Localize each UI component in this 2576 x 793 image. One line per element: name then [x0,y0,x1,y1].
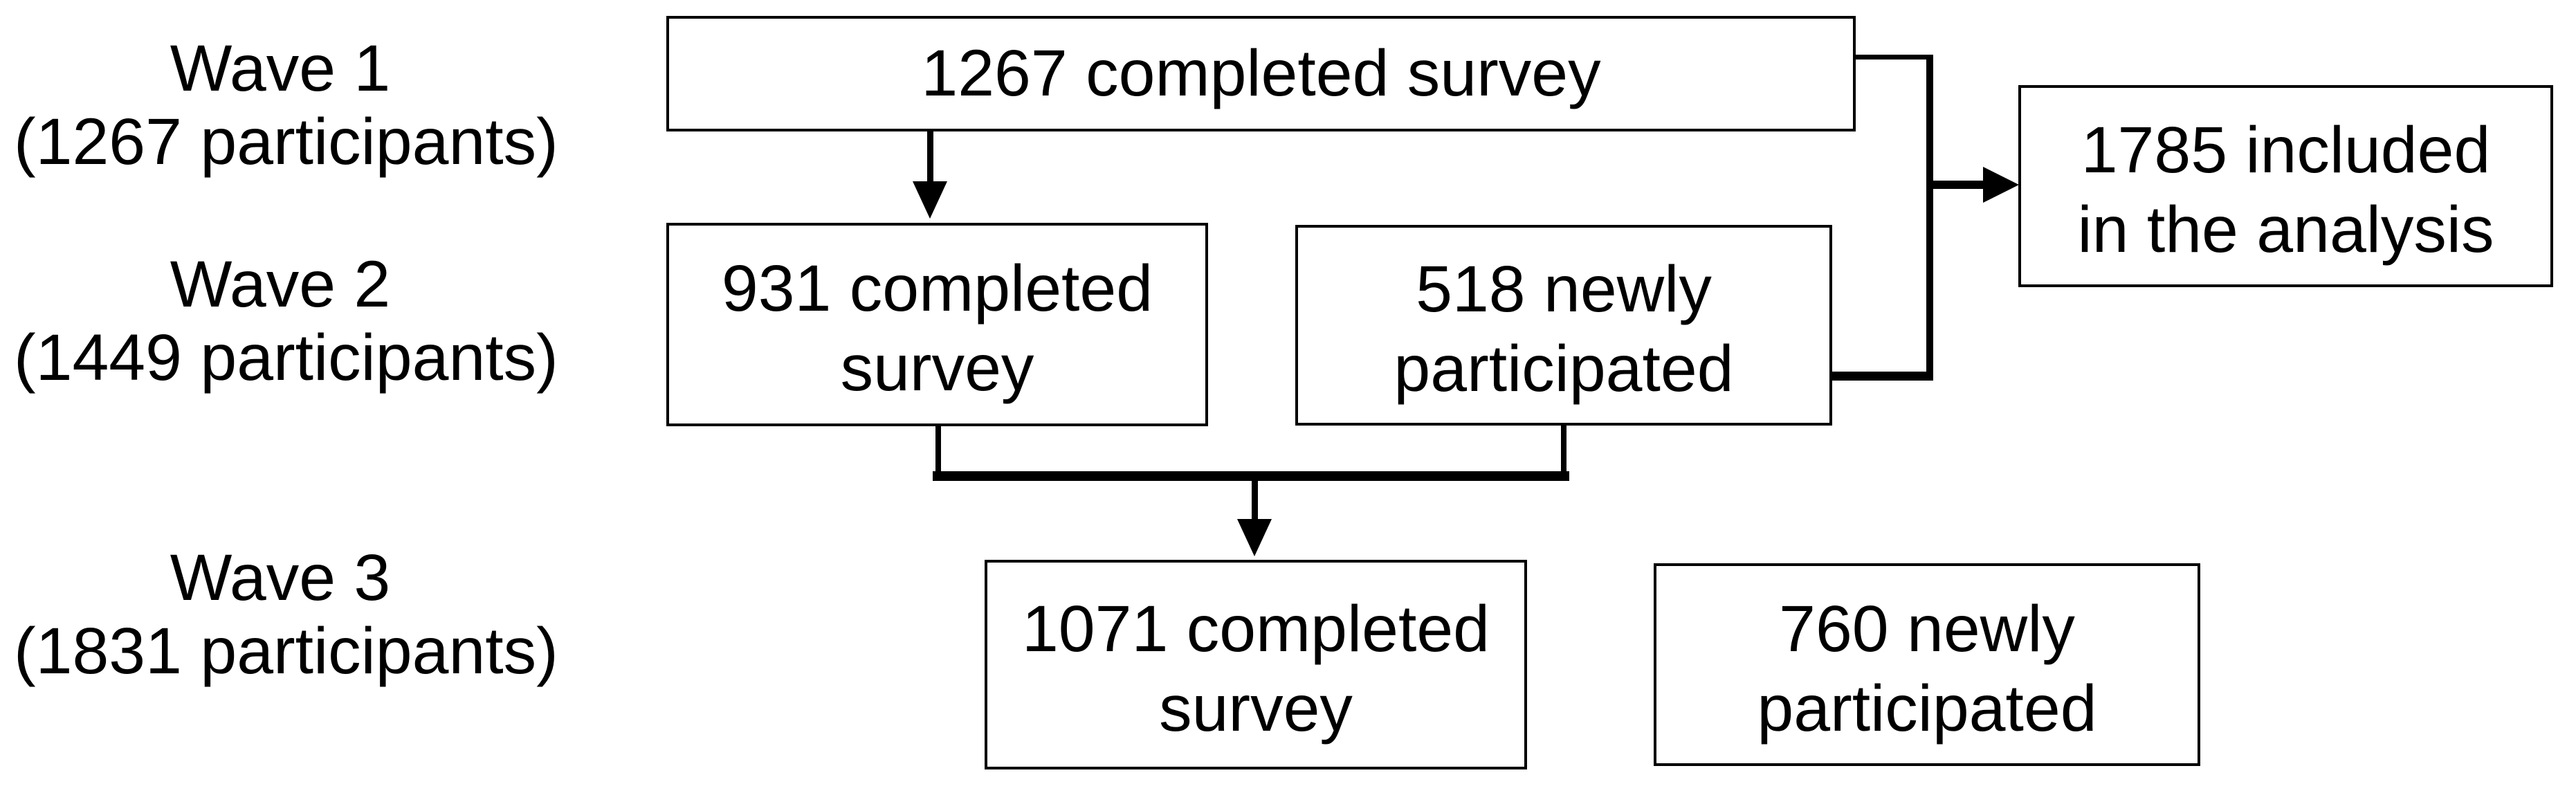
arrow-to-included-shaft [1933,181,1983,189]
box-included-line1: 1785 included [2081,113,2491,187]
wave3-label: Wave 3 (1831 participants) [14,541,558,688]
box-wave2-new-line1: 518 newly [1416,253,1712,326]
wave2-name: Wave 2 [170,248,391,321]
box-wave2-completed-survey: 931 completed survey [666,223,1208,426]
wave2-participants: (1449 participants) [14,321,558,394]
box-included-line2: in the analysis [2077,193,2494,266]
connector-vertical [1926,55,1933,381]
box-wave2-newly-participated: 518 newly participated [1295,225,1832,426]
arrow-wave1-to-wave2-head [913,181,947,219]
connector-top-horizontal [1853,55,1930,60]
wave1-name: Wave 1 [170,32,391,105]
box-wave1-completed-survey: 1267 completed survey [666,16,1856,131]
wave1-label: Wave 1 (1267 participants) [14,32,558,179]
arrow-to-included-head [1983,167,2019,203]
box-wave3-completed-line1: 1071 completed [1021,592,1490,666]
wave3-name: Wave 3 [170,541,391,614]
box-wave3-newly-participated: 760 newly participated [1654,563,2200,766]
merge-stub-left [935,426,941,481]
arrow-merge-to-wave3-shaft [1252,481,1258,520]
merge-stub-right [1561,426,1566,481]
box-wave2-completed-line1: 931 completed [721,252,1153,325]
box-wave2-completed-line2: survey [840,331,1034,405]
box-wave3-new-line2: participated [1757,671,2097,745]
box-included-in-analysis: 1785 included in the analysis [2018,85,2553,287]
connector-bottom-horizontal [1832,372,1933,381]
box-wave3-completed-line2: survey [1159,671,1353,745]
box-wave3-new-line1: 760 newly [1779,592,2075,666]
merge-horizontal [933,471,1569,481]
wave3-participants: (1831 participants) [14,614,558,688]
box-wave1-completed-survey-text: 1267 completed survey [921,37,1601,110]
arrow-wave1-to-wave2-shaft [927,131,933,183]
wave2-label: Wave 2 (1449 participants) [14,248,558,394]
wave1-participants: (1267 participants) [14,105,558,179]
arrow-merge-to-wave3-head [1237,519,1272,556]
box-wave3-completed-survey: 1071 completed survey [985,560,1527,769]
box-wave2-new-line2: participated [1394,332,1734,405]
